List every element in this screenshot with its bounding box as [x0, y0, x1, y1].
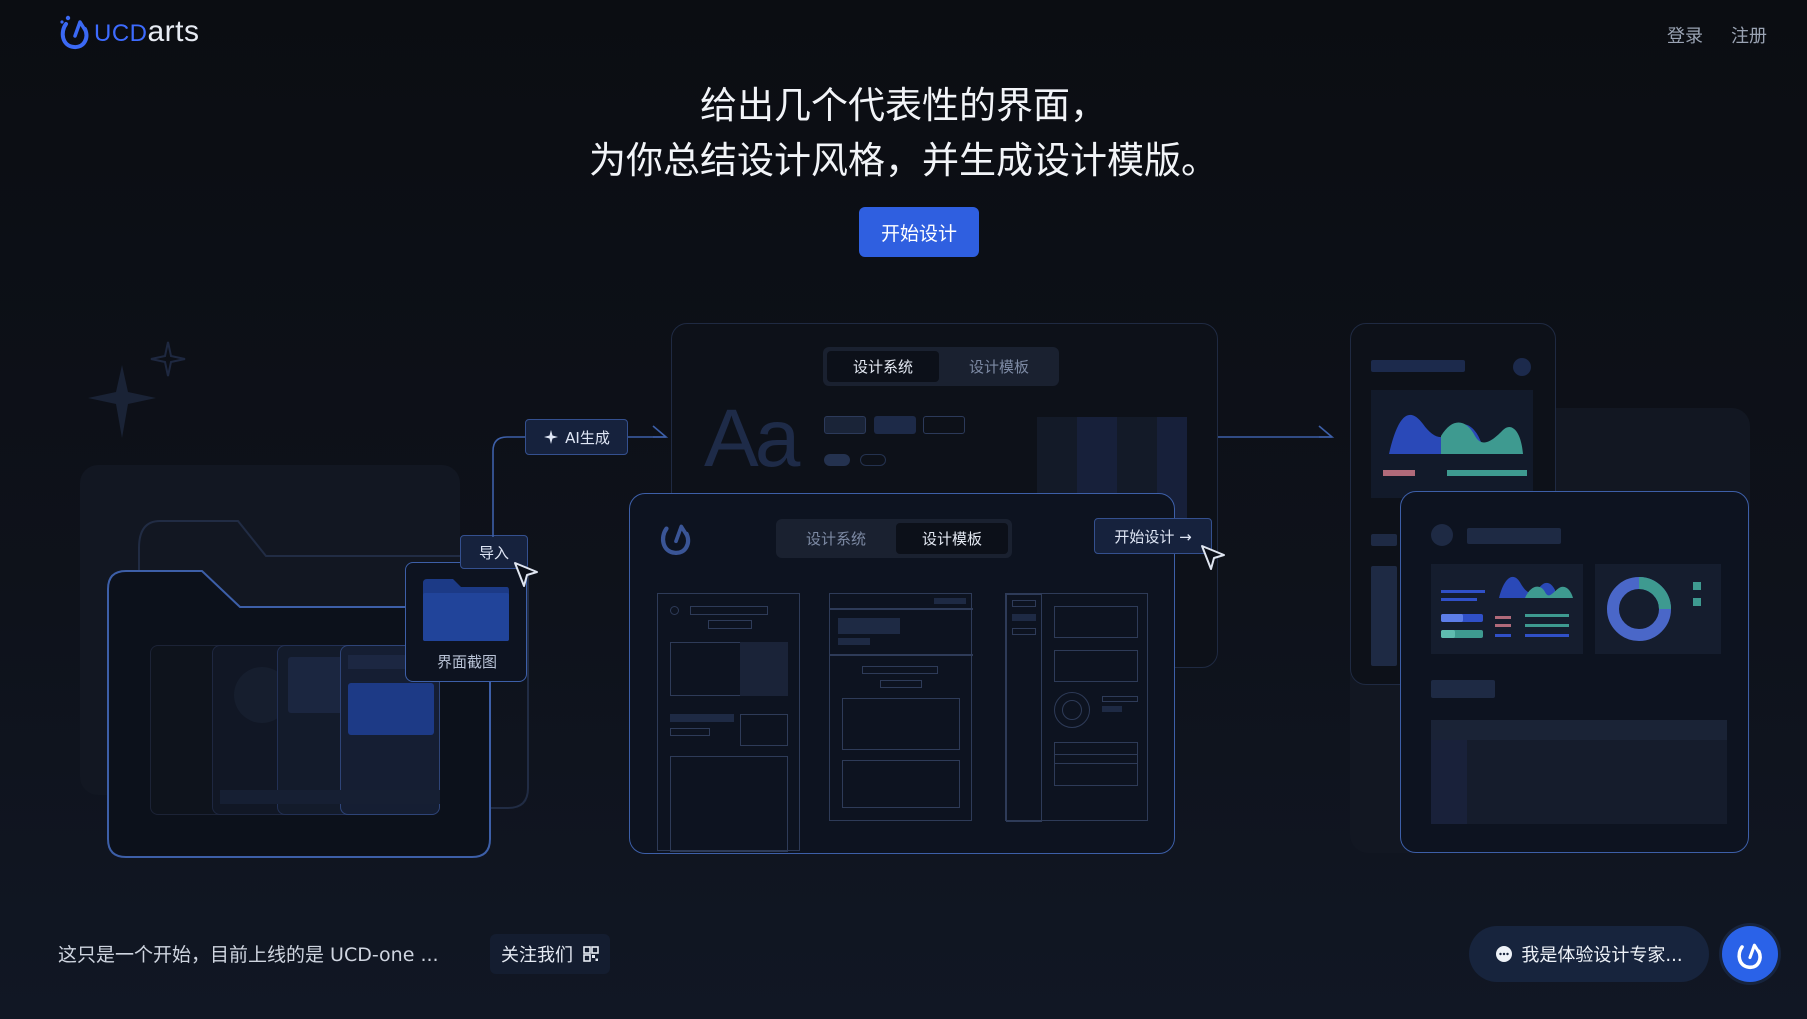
tab-design-template-back[interactable]: 设计模板	[969, 358, 1030, 376]
hero-headline: 给出几个代表性的界面， 为你总结设计风格，并生成设计模版。	[0, 78, 1807, 188]
logo-mark-icon-fab	[1737, 943, 1762, 970]
logo-wordmark: UCDarts	[94, 15, 200, 48]
donut-chart	[1595, 564, 1721, 654]
design-template-card: 设计系统 设计模板 开始设计 →	[629, 493, 1212, 854]
chat-bubble-icon	[1496, 946, 1513, 962]
tab-design-template[interactable]: 设计模板	[896, 523, 1009, 554]
area-chart-preview	[1371, 390, 1533, 498]
assistant-label: 我是体验设计专家...	[1521, 945, 1683, 966]
wireframe-page-2	[829, 593, 973, 821]
back-card-tabs: 设计系统 设计模板	[823, 347, 1060, 386]
ai-generate-chip[interactable]: AI生成	[525, 419, 628, 455]
screenshot-card: 界面截图	[405, 562, 527, 682]
logo-mark-icon	[660, 524, 691, 555]
typography-sample: Aa	[704, 393, 800, 484]
folder-icon	[423, 579, 509, 641]
assistant-fab[interactable]	[1722, 926, 1778, 982]
template-start-button[interactable]: 开始设计 →	[1094, 518, 1212, 554]
cursor-icon-2	[1201, 545, 1225, 570]
screenshot-label: 界面截图	[436, 653, 497, 671]
flow-connectors	[492, 425, 1335, 537]
follow-us-button[interactable]: 关注我们	[490, 934, 610, 974]
assistant-chat-button[interactable]: 我是体验设计专家...	[1469, 926, 1709, 982]
start-design-button[interactable]: 开始设计	[859, 207, 979, 257]
hero-line-1: 给出几个代表性的界面，	[700, 84, 1107, 127]
qr-code-icon	[583, 946, 599, 962]
hero-line-2: 为你总结设计风格，并生成设计模版。	[589, 139, 1218, 182]
follow-us-label: 关注我们	[501, 945, 573, 966]
register-link[interactable]: 注册	[1731, 26, 1767, 47]
logo-icon	[60, 15, 89, 50]
cursor-icon	[514, 562, 538, 587]
front-card-tabs: 设计系统 设计模板	[776, 519, 1013, 558]
wireframe-page-1	[657, 593, 800, 852]
tab-design-system[interactable]: 设计系统	[806, 530, 867, 548]
sparkle-icon	[88, 341, 186, 438]
login-link[interactable]: 登录	[1667, 26, 1703, 47]
ai-generate-label: AI生成	[565, 428, 610, 447]
sparkle-small-icon	[544, 430, 559, 444]
tab-design-system-back[interactable]: 设计系统	[827, 351, 940, 382]
footer-message: 这只是一个开始，目前上线的是 UCD-one ...	[58, 944, 439, 966]
top-nav: 登录 注册	[1667, 22, 1767, 48]
mini-area-chart	[1431, 564, 1583, 654]
preview-card-front	[1400, 491, 1749, 853]
brand-logo[interactable]: UCDarts	[58, 12, 200, 52]
folder-thumbnails	[150, 645, 440, 815]
wireframe-page-3	[1005, 593, 1148, 822]
